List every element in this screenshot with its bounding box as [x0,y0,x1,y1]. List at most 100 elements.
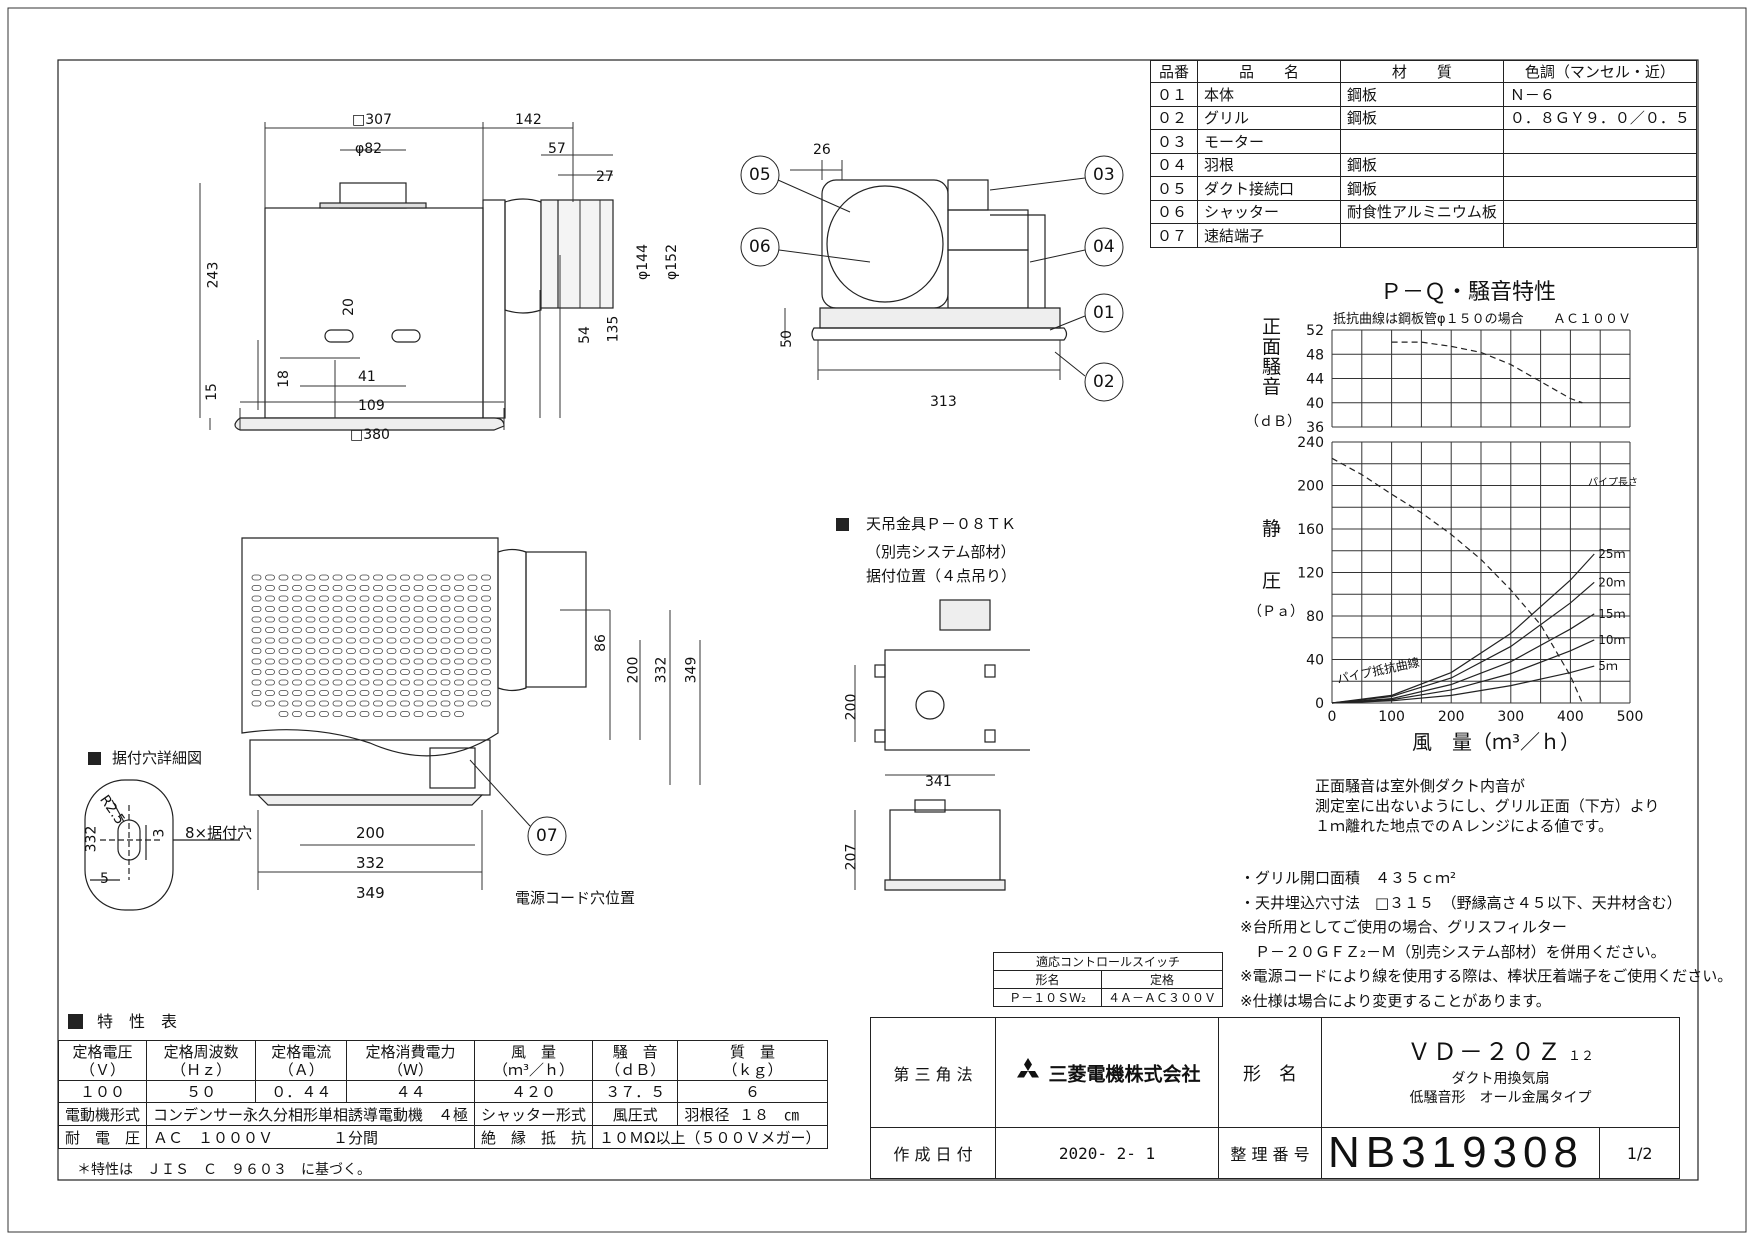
x-tick-label: 200 [1438,709,1465,725]
dim-200-vertical: 200 [625,656,642,684]
square-bullet-icon [836,518,849,531]
dim-380: □380 [350,427,390,443]
hanger-dim-341: 341 [925,774,952,790]
spec-header-name: 騒 音 [612,1042,658,1061]
spec-header-unit: （Ｈｚ） [171,1060,232,1079]
dim-349-vertical: 349 [683,656,700,684]
parts-cell [1340,223,1504,248]
noise-axis-unit: （ｄＢ） [1245,414,1301,430]
mitsubishi-logo-icon [1013,1057,1043,1088]
spec-value: ４４ [346,1080,476,1103]
parts-cell [1502,223,1697,248]
spec-shutter-value: 風圧式 [592,1102,679,1126]
product-desc-1: ダクト用換気扇 [1451,1070,1550,1087]
chart-note-line: １ｍ離れた地点でのＡレンジによる値です。 [1315,817,1614,835]
dim-332-vertical: 332 [653,656,670,684]
noise-tick-label: 36 [1306,420,1324,436]
pipe-length-label: 20ｍ [1598,575,1625,589]
pressure-axis-unit: （Ｐａ） [1248,604,1304,620]
dim-5: 5 [100,871,109,887]
pipe-length-label: 25ｍ [1598,547,1625,561]
square-bullet-icon [88,752,101,765]
square-bullet-icon [68,1014,83,1029]
parts-cell: ０４ [1150,152,1198,177]
x-tick-label: 0 [1328,709,1337,725]
hanger-title: 天吊金具Ｐ－０８ＴＫ [866,515,1017,533]
chart-note-line: 測定室に出ないようにし、グリル正面（下方）より [1315,797,1660,815]
pipe-length-label: 10ｍ [1598,633,1625,647]
spec-header: 定格周波数（Ｈｚ） [146,1040,257,1081]
spec-value: ４２０ [474,1080,594,1103]
parts-cell: Ｎ－６ [1502,82,1697,107]
mount-detail-title: 据付穴詳細図 [112,749,203,767]
spec-header-unit: （ｄＢ） [605,1060,666,1079]
switch-rating: ４Ａ－ＡＣ３００Ｖ [1100,988,1224,1007]
parts-header: 色調（マンセル・近） [1502,60,1697,83]
parts-header: 品番 [1150,60,1198,83]
dim-332: 332 [356,854,385,872]
x-tick-label: 400 [1557,709,1584,725]
noise-axis-label-4: 音 [1262,376,1282,398]
parts-cell: 鋼板 [1340,82,1504,107]
callout-07: 07 [536,826,558,846]
dim-phi82: φ82 [355,141,383,157]
callout-06: 06 [749,237,771,257]
parts-cell: シャッター [1197,199,1341,224]
drawing-number: NB319308 [1320,1127,1601,1179]
spec-motor-label: 電動機形式 [57,1102,148,1126]
spec-header-unit: （Ａ） [278,1060,324,1079]
noise-axis-label-2: 面 [1262,336,1282,358]
hanger-drawing [854,599,1030,891]
spec-header-name: 定格消費電力 [365,1042,456,1061]
pressure-tick-label: 80 [1306,609,1324,625]
pressure-tick-label: 120 [1297,566,1324,582]
dim-109: 109 [358,398,385,414]
model-label: 形 名 [1218,1017,1322,1128]
chart-notes: 正面騒音は室外側ダクト内音が 測定室に出ないようにし、グリル正面（下方）より １… [1315,776,1659,836]
projection-method: 第 三 角 法 [870,1017,996,1128]
company-name: 三菱電機株式会社 [1048,1063,1201,1085]
general-notes: ・グリル開口面積 ４３５ｃｍ² ・天井埋込穴寸法 □３１５ （野縁高さ４５以下、… [1240,866,1732,1013]
spec-header-unit: （Ｖ） [80,1060,126,1079]
switch-header-model: 形名 [993,970,1102,989]
spec-value: ５０ [146,1080,257,1103]
parts-cell: ０７ [1150,223,1198,248]
note-line: ※電源コードにより線を使用する際は、棒状圧着端子をご使用ください。 [1240,967,1733,985]
spec-footnote: ＊特性は ＪＩＳ Ｃ ９６０３ に基づく。 [77,1162,371,1178]
x-tick-label: 300 [1497,709,1524,725]
spec-table-title: 特 性 表 [97,1012,178,1031]
dim-86: 86 [592,634,609,652]
parts-cell: 鋼板 [1340,176,1504,201]
spec-value: ０．４４ [255,1080,348,1103]
spec-header: 定格電圧（Ｖ） [57,1040,148,1081]
switch-header-rating: 定格 [1100,970,1224,989]
spec-header: 定格消費電力（Ｗ） [346,1040,476,1081]
model-cell: ＶＤ－２０Ｚ １２ ダクト用換気扇 低騒音形 オール金属タイプ [1321,1017,1680,1128]
hanger-dim-207: 207 [843,843,860,871]
noise-tick-label: 48 [1306,347,1324,363]
spec-insulation-value: １０ＭΩ以上（５００Ｖメガー） [592,1125,828,1149]
spec-value: ６ [677,1080,828,1103]
pressure-tick-label: 160 [1297,522,1324,538]
grille-bottom-view [241,537,701,890]
page-number: 1/2 [1599,1127,1680,1179]
spec-header-name: 定格電圧 [72,1042,133,1061]
mount-hole-detail [84,779,240,911]
callout-01: 01 [1093,303,1115,323]
spec-table: 定格電圧（Ｖ）定格周波数（Ｈｚ）定格電流（Ａ）定格消費電力（Ｗ）風 量（ｍ³／ｈ… [57,1040,828,1149]
switch-table-title: 適応コントロールスイッチ [992,952,1224,971]
spec-insulation-label: 絶 縁 抵 抗 [474,1125,594,1149]
spec-header-unit: （ｍ³／ｈ） [493,1060,575,1079]
hanger-dim-200: 200 [843,693,860,721]
pressure-tick-label: 40 [1306,653,1324,669]
parts-cell: ０６ [1150,199,1198,224]
note-line: ※仕様は場合により変更することがあります。 [1240,991,1551,1010]
front-elevation-drawing [199,122,614,431]
date-label: 作 成 日 付 [870,1127,996,1179]
